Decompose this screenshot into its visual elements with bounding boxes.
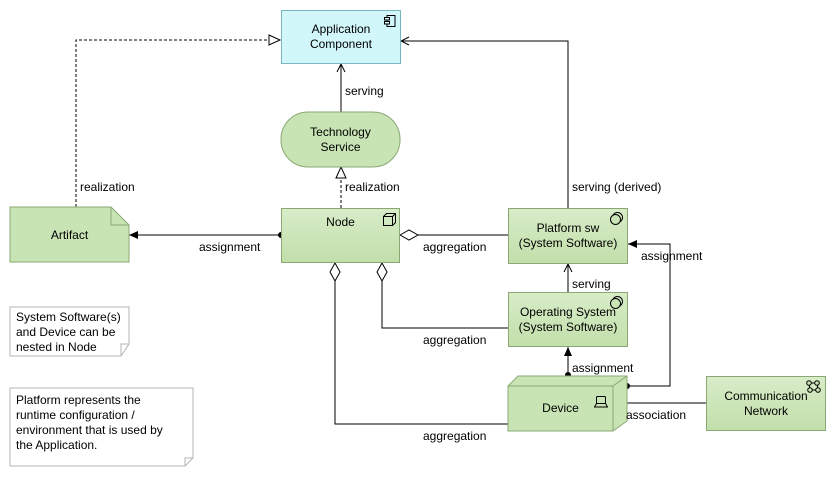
label-realization-artifact: realization [80,180,135,194]
label-aggregation-node-os: aggregation [423,333,487,347]
label-aggregation-node-platform: aggregation [423,240,487,254]
label-serving-derived: serving (derived) [572,180,662,194]
artifact[interactable]: Artifact [50,227,89,242]
communication-network[interactable]: Communication Network [706,376,826,431]
artifact-shape [9,206,130,263]
device-icon [594,396,608,408]
technology-service[interactable]: Technology Service [310,124,371,154]
label-realization-node: realization [345,180,400,194]
label-aggregation-node-device: aggregation [423,429,487,443]
platform-sw[interactable]: Platform sw (System Software) [508,208,628,264]
note-platform: Platform represents the runtime configur… [16,393,163,452]
label-assignment-node-artifact: assignment [199,240,261,254]
note-fold-icon [9,387,194,467]
application-component[interactable]: Application Component [281,10,401,64]
node[interactable]: Node [281,208,400,263]
device[interactable]: Device [542,401,579,415]
technology-service-shape [280,111,401,168]
label-assignment-device-platform: assignment [641,249,703,263]
edge-aggregation-node-os [382,263,508,329]
component-icon [384,15,396,27]
system-software-icon [610,212,623,225]
device-shape [507,375,628,432]
network-icon [806,380,821,393]
node-icon [383,213,396,226]
note-nesting: System Software(s) and Device can be nes… [16,310,121,354]
edge-assignment-device-platform [624,240,671,389]
operating-system[interactable]: Operating System (System Software) [508,292,628,347]
edge-serving-derived [401,41,569,208]
edge-aggregation-node-device [335,263,508,425]
label-serving: serving [345,84,384,98]
label-assignment-device-os: assignment [572,361,634,375]
edge-realization-artifact [75,34,282,207]
label-serving-os-platform: serving [572,277,611,291]
system-software-icon [610,296,623,309]
label-association: association [626,408,687,422]
note-fold-icon [9,306,130,357]
